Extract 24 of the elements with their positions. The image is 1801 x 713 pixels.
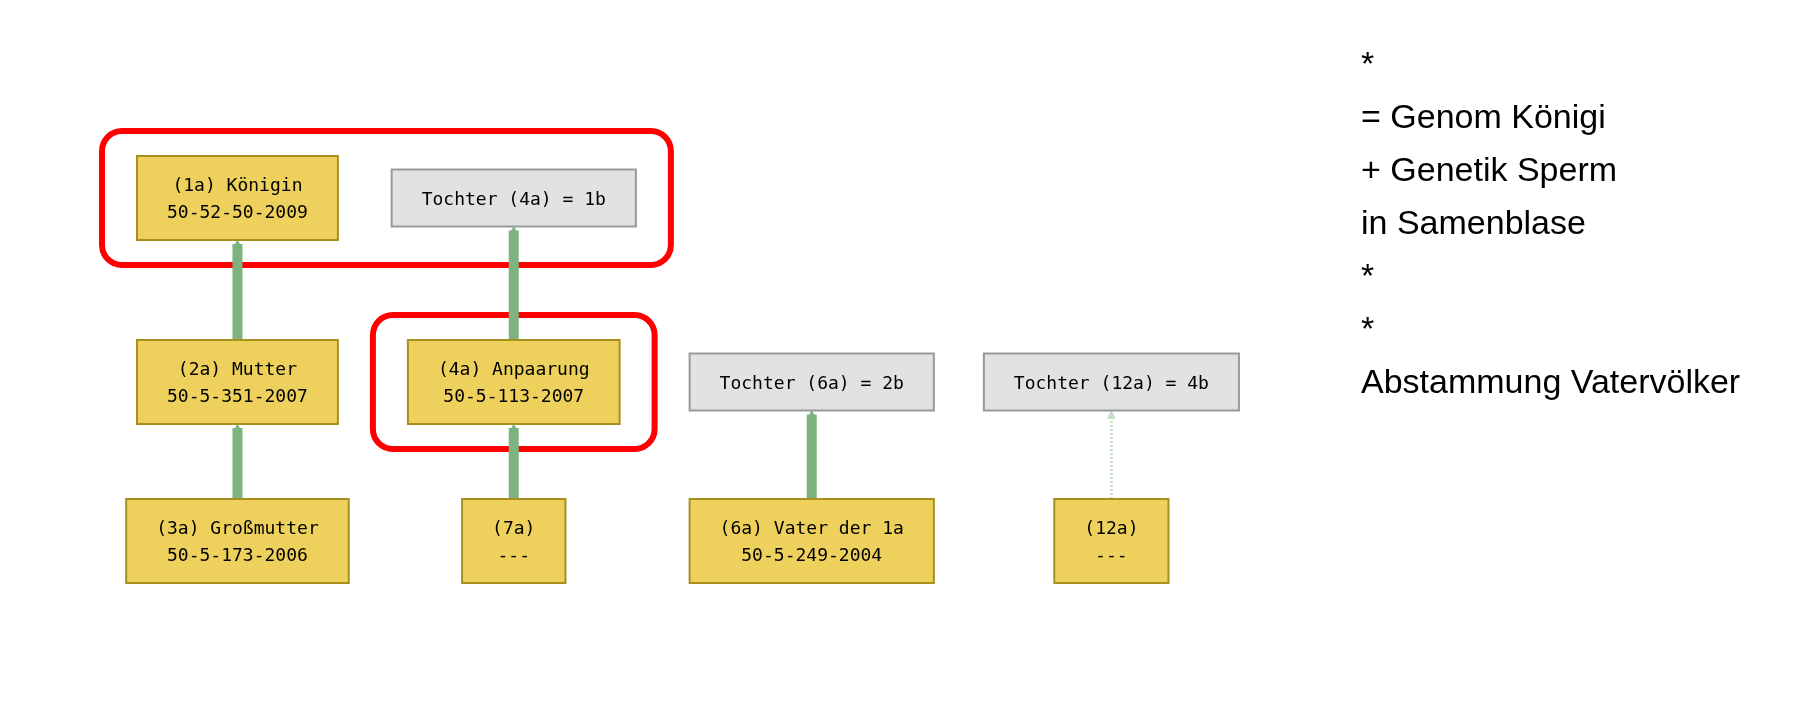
- node-box: Tochter (12a) = 4b: [982, 352, 1240, 411]
- cluster: [99, 127, 674, 268]
- note-text: + Genetik Sperm: [1361, 150, 1619, 189]
- node-box: Tochter (4a) = 1b: [390, 168, 637, 227]
- arrow: [508, 423, 519, 500]
- note-text: *: [1361, 44, 1376, 83]
- node-box: (2a) Mutter 50-5-351-2007: [136, 338, 339, 425]
- node-box: (4a) Anpaarung 50-5-113-2007: [406, 338, 621, 425]
- node-box: (1a) Königin 50-52-50-2009: [136, 154, 339, 241]
- arrow: [232, 423, 243, 500]
- node-box: (12a) ---: [1053, 497, 1170, 584]
- node-box: (3a) Großmutter 50-5-173-2006: [125, 497, 350, 584]
- note-text: *: [1361, 309, 1376, 348]
- note-text: *: [1361, 256, 1376, 295]
- cluster: [369, 311, 658, 452]
- arrow: [508, 225, 519, 341]
- note-text: Abstammung Vatervölker: [1361, 362, 1742, 401]
- arrow: [806, 409, 817, 500]
- node-box: (7a) ---: [461, 497, 567, 584]
- note-text: = Genom Königi: [1361, 97, 1607, 136]
- node-box: Tochter (6a) = 2b: [688, 352, 935, 411]
- arrow: [232, 239, 243, 341]
- node-box: (6a) Vater der 1a 50-5-249-2004: [688, 497, 935, 584]
- note-text: in Samenblase: [1361, 203, 1587, 242]
